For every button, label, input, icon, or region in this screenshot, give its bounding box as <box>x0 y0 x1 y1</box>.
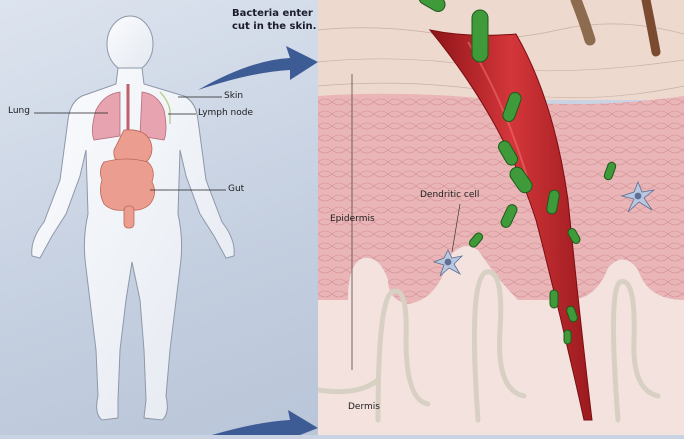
skin-label: Skin <box>224 91 243 101</box>
heading-line-1: Bacteria enter <box>232 8 313 20</box>
body-panel: Lung Skin Lymph node Gut Bacteria enter … <box>0 0 318 435</box>
dermis-label: Dermis <box>348 402 380 412</box>
heading-line-2: cut in the skin. <box>232 21 316 33</box>
epidermis-label: Epidermis <box>330 214 375 224</box>
arrow-to-skin <box>198 46 318 90</box>
gut-label: Gut <box>228 184 244 194</box>
arrow-bottom <box>212 410 318 435</box>
dendritic-cell-label: Dendritic cell <box>420 190 479 200</box>
human-figure-illustration <box>0 0 318 435</box>
lung-label: Lung <box>8 106 30 116</box>
lymph-node-label: Lymph node <box>198 108 253 118</box>
skin-cross-section: Epidermis Dendritic cell Dermis <box>318 0 684 435</box>
